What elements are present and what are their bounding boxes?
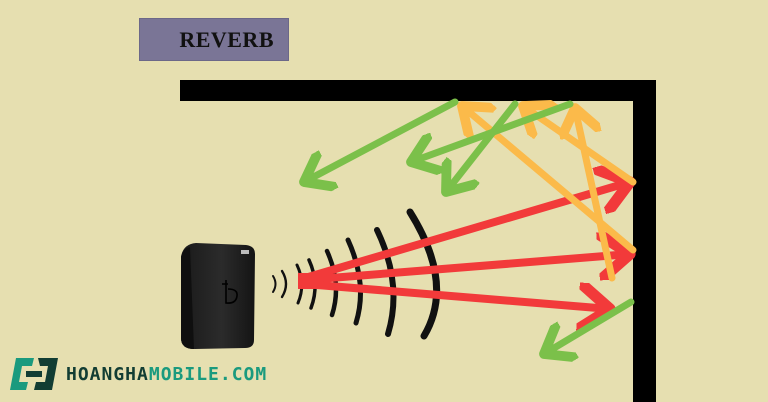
page-title: REVERB	[179, 26, 274, 52]
side-wall	[633, 80, 656, 402]
brand-name-part2: MOBILE.COM	[148, 363, 268, 385]
walls	[180, 80, 656, 402]
brand-footer: HOANGHAMOBILE.COM	[8, 356, 267, 392]
brand-name-part1: HOANGHA	[66, 363, 149, 385]
ceiling-wall	[180, 80, 656, 101]
speaker-icon	[181, 243, 255, 349]
second-reflection-arrows	[304, 98, 635, 354]
sound-waves	[272, 208, 441, 340]
hh-logo-icon	[10, 358, 58, 390]
title-box: REVERB	[139, 18, 289, 61]
